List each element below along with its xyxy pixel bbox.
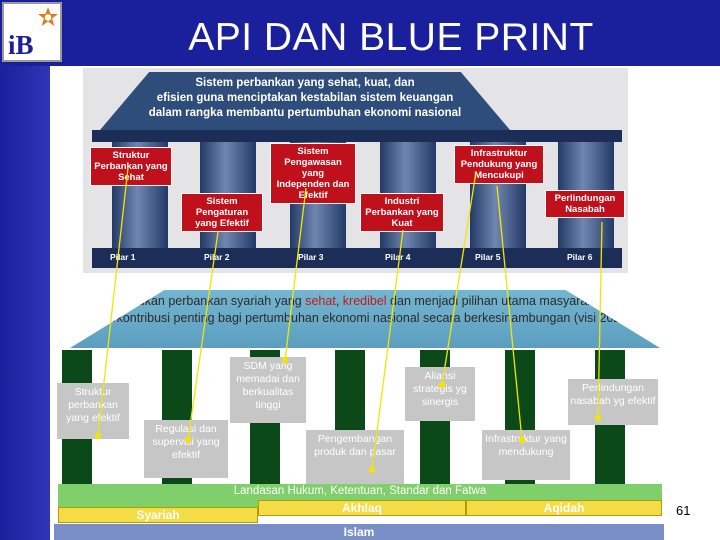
diagram-base: [92, 248, 622, 268]
pillar-box-pengaturan: Sistem Pengaturan yang Efektif: [181, 193, 263, 232]
islam-base-bar: Islam: [54, 524, 664, 540]
banner-line: dalam rangka membantu pertumbuhan ekonom…: [148, 107, 462, 119]
diagram-lintel: [92, 130, 622, 142]
vision-comma: ,: [335, 294, 343, 308]
ib-logo: iB: [2, 2, 62, 62]
pillar-label: Pilar 2: [204, 252, 230, 262]
diagram-banner: Sistem perbankan yang sehat, kuat, dan e…: [100, 72, 510, 130]
pillar-box-perlindungan: Perlindungan Nasabah: [545, 190, 625, 218]
pillar-label: Pilar 3: [298, 252, 324, 262]
banner-line: Sistem perbankan yang sehat, kuat, dan: [195, 77, 415, 89]
header-bar: iB API DAN BLUE PRINT: [0, 0, 720, 66]
page-number: 61: [676, 503, 691, 518]
pillar-box-infrastruktur: Infrastruktur Pendukung yang Mencukupi: [454, 145, 544, 184]
star-emblem-icon: [38, 7, 58, 26]
aqidah-block: Aqidah: [466, 500, 662, 516]
pillar-box-industri: Industri Perbankan yang Kuat: [360, 193, 444, 232]
pillar-label: Pilar 5: [475, 252, 501, 262]
banner-line: efisien guna menciptakan kestabilan sist…: [156, 92, 454, 104]
slide-title: API DAN BLUE PRINT: [188, 16, 594, 59]
pillar-label: Pilar 4: [385, 252, 411, 262]
legal-foundation-bar: Landasan Hukum, Ketentuan, Standar dan F…: [58, 484, 662, 498]
block-aliansi-strategis: Aliansi strategis yg sinergis: [405, 367, 475, 421]
block-regulasi: Regulasi dan supervisi yang efektif: [144, 420, 228, 478]
vision-text: Mewujudkan perbankan syariah yang: [94, 294, 306, 308]
vision-2020-banner: Mewujudkan perbankan syariah yang sehat,…: [70, 290, 660, 348]
pillar-label: Pilar 6: [567, 252, 593, 262]
vision-keyword-kredibel: kredibel: [342, 294, 387, 308]
pillar-box-struktur: Struktur Perbankan yang Sehat: [90, 147, 172, 186]
vision-keyword-sehat: sehat: [305, 294, 336, 308]
block-pengembangan-produk: Pengembangan produk dan pasar: [306, 430, 404, 484]
left-side-bar: [0, 66, 50, 540]
akhlaq-block: Akhlaq: [258, 500, 466, 516]
pillar-box-pengawasan: Sistem Pengawasan yang Independen dan Ef…: [270, 143, 356, 204]
pillar-label: Pilar 1: [110, 252, 136, 262]
block-struktur-perbankan: Struktur perbankan yang efektif: [57, 383, 129, 439]
syariah-block: Syariah: [58, 507, 258, 523]
block-infrastruktur: Infrastruktur yang mendukung: [482, 430, 570, 480]
block-perlindungan-nasabah: Perlindungan nasabah yg efektif: [568, 379, 658, 425]
logo-text: iB: [8, 30, 34, 60]
block-sdm: SDM yang memadai dan berkualitas tinggi: [230, 357, 306, 423]
